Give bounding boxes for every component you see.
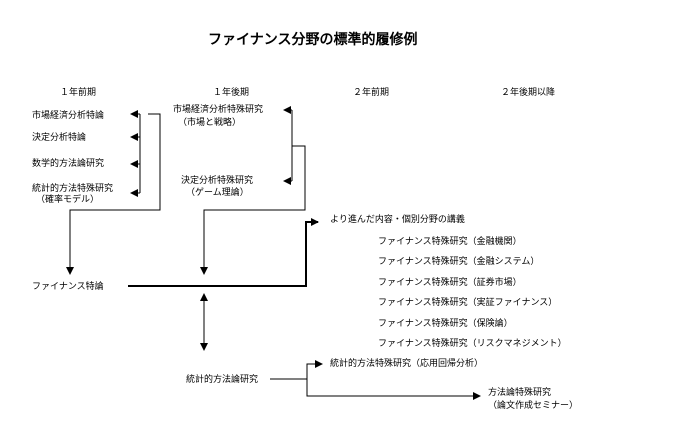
course-mathematical-methods: 数学的方法論研究 — [32, 159, 105, 169]
course-statistical-methodology: 統計的方法論研究 — [186, 375, 259, 385]
advanced-item: ファイナンス特殊研究（実証ファイナンス） — [378, 298, 558, 308]
course-market-economy-analysis: 市場経済分析特論 — [32, 111, 105, 121]
column-header-year2-first: ２年前期 — [353, 88, 390, 98]
course-finance-core: ファイナンス特論 — [32, 282, 104, 292]
course-statistical-methods-subtitle: （確率モデル） — [36, 195, 100, 205]
course-market-economy-special: 市場経済分析特殊研究 — [173, 105, 264, 115]
course-methodology-special: 方法論特殊研究 — [488, 388, 552, 398]
course-methodology-special-subtitle: （論文作成セミナー） — [488, 401, 579, 411]
diagram-title: ファイナンス分野の標準的履修例 — [208, 32, 418, 48]
column-header-year2-later: ２年後期以降 — [501, 88, 556, 98]
advanced-item: ファイナンス特殊研究（金融機関） — [378, 237, 522, 247]
course-applied-regression: 統計的方法特殊研究（応用回帰分析） — [330, 359, 484, 369]
course-decision-analysis-special: 決定分析特殊研究 — [181, 176, 254, 186]
year1-first-bracket — [66, 110, 161, 275]
advanced-item: ファイナンス特殊研究（リスクマネジメント） — [378, 339, 567, 349]
advanced-item: ファイナンス特殊研究（証券市場） — [378, 278, 522, 288]
stats-followon-connectors — [270, 360, 481, 400]
column-header-year1-first: １年前期 — [60, 88, 97, 98]
advanced-item: ファイナンス特殊研究（金融システム） — [378, 257, 540, 267]
column-header-year1-second: １年後期 — [213, 88, 250, 98]
advanced-heading: より進んだ内容・個別分野の講義 — [330, 215, 465, 225]
course-market-economy-special-subtitle: （市場と戦略） — [178, 118, 242, 128]
advanced-item: ファイナンス特殊研究（保険論） — [378, 319, 513, 329]
core-to-advanced-connector — [128, 218, 319, 287]
course-statistical-methods-special: 統計的方法特殊研究 — [32, 184, 114, 194]
course-decision-analysis: 決定分析特論 — [32, 133, 87, 143]
course-decision-analysis-special-subtitle: （ゲーム理論） — [186, 188, 249, 198]
year1-second-bracket — [200, 106, 306, 275]
